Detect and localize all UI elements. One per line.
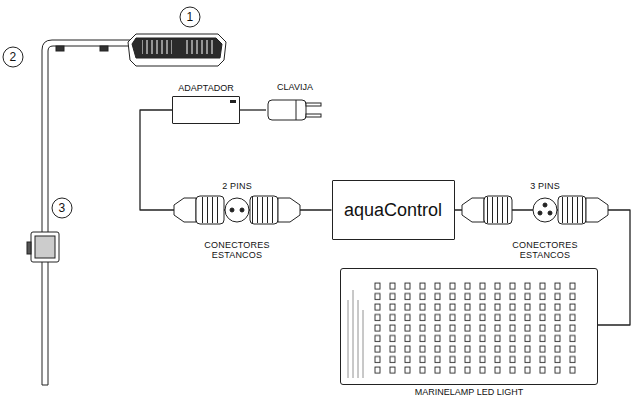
callout-circle: [180, 7, 200, 27]
connector-ribs: [486, 197, 510, 223]
controller-box: aquaControl: [332, 180, 455, 240]
callout-number: 3: [59, 202, 66, 215]
waterproof-connector-3pin: [462, 196, 608, 224]
clamp-screw: [27, 242, 31, 254]
pin: [240, 208, 244, 212]
arm-joint: [100, 46, 108, 51]
callout-number: 1: [187, 11, 194, 24]
connector-body: [558, 196, 586, 224]
pin-label: 2 PINS: [222, 181, 252, 191]
connector-label: CONECTORES ESTANCOS: [510, 240, 580, 260]
lamp-head: [128, 34, 226, 66]
led-panel: MARINELAMP LED LIGHT: [340, 268, 598, 385]
pin: [538, 211, 542, 215]
connector-face: [533, 198, 557, 222]
connector-tail: [462, 198, 484, 222]
clamp-inner: [35, 236, 55, 258]
connector-ribs: [252, 197, 276, 223]
arm-joint: [56, 46, 64, 51]
plug-prong: [306, 103, 321, 106]
plug-prong: [306, 114, 321, 117]
plug-body: [268, 100, 306, 120]
pin: [230, 208, 234, 212]
box-title: aquaControl: [344, 200, 442, 220]
clamp: [31, 232, 59, 262]
pin: [543, 203, 547, 207]
callout-number: 2: [10, 51, 17, 64]
connector-tail: [278, 198, 300, 222]
connector-tail: [586, 198, 608, 222]
connector-ribs: [560, 197, 584, 223]
lamp-fins: [184, 40, 214, 54]
plug-illustration: [268, 100, 321, 120]
box-heading: MARINELAMP LED LIGHT: [415, 387, 523, 398]
lamp-arm: [42, 40, 132, 385]
adapter-led: [230, 100, 236, 103]
cable: [140, 110, 332, 210]
box-heading: CLAVIJA: [277, 82, 313, 93]
connector-body: [196, 196, 224, 224]
cable: [240, 110, 266, 111]
connector-face: [225, 198, 249, 222]
connector-label: CONECTORES ESTANCOS: [202, 240, 272, 260]
connector-ribs: [198, 197, 222, 223]
panel-rating-label: [348, 290, 363, 378]
pin-label: 3 PINS: [530, 181, 560, 191]
plug-node: CLAVIJA: [266, 96, 324, 124]
led-grid: [372, 281, 582, 376]
lamp-illustration: [3, 7, 226, 385]
adapter-box: ADAPTADOR: [172, 96, 240, 124]
box-heading: ADAPTADOR: [178, 83, 233, 94]
connector-tail: [174, 198, 196, 222]
cable-line: [140, 110, 332, 210]
connector-body: [250, 196, 278, 224]
connector-body: [484, 196, 512, 224]
waterproof-connector-2pin: [174, 196, 300, 224]
lamp-top: [132, 38, 222, 58]
pin: [548, 211, 552, 215]
callout-circle: [3, 47, 23, 67]
lamp-fins: [142, 40, 172, 54]
cable-line: [240, 109, 266, 110]
callout-circle: [52, 198, 72, 218]
plug-line: [296, 100, 297, 120]
